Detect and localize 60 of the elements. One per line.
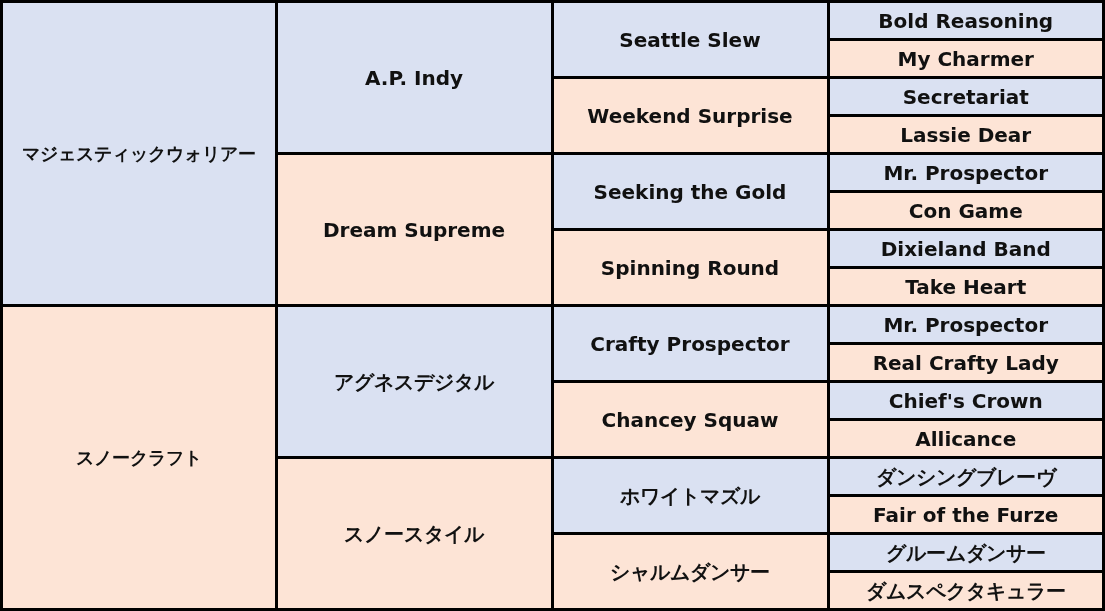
sire-entry — [829, 3, 1102, 38]
sire-entry — [829, 383, 1102, 418]
horse-name: Take Heart — [905, 274, 1027, 299]
dam-entry — [829, 269, 1102, 304]
horse-name: Con Game — [908, 198, 1023, 223]
horse-name: ダンシングブレーヴ — [875, 464, 1056, 489]
horse-name: Mr. Prospector — [883, 312, 1048, 337]
sire-entry — [829, 307, 1102, 342]
horse-name: スノースタイル — [344, 521, 484, 546]
dam-entry — [3, 307, 275, 608]
sire-entry — [829, 79, 1102, 114]
horse-name: Spinning Round — [600, 255, 780, 280]
horse-name: ダムスペクタキュラー — [865, 578, 1066, 603]
horse-name: Real Crafty Lady — [872, 350, 1059, 375]
horse-name: Chancey Squaw — [601, 407, 779, 432]
horse-name: グルームダンサー — [885, 540, 1046, 565]
horse-name: Dream Supreme — [322, 217, 506, 242]
sire-entry — [829, 459, 1102, 494]
dam-entry — [829, 117, 1102, 152]
dam-entry — [553, 383, 827, 456]
horse-name: Chief's Crown — [888, 388, 1043, 413]
horse-name: アグネスデジタル — [334, 369, 494, 394]
dam-entry — [829, 41, 1102, 76]
sire-entry — [3, 3, 275, 304]
dam-entry — [277, 459, 551, 608]
sire-entry — [829, 155, 1102, 190]
dam-entry — [553, 535, 827, 608]
sire-entry — [553, 459, 827, 532]
horse-name: Secretariat — [902, 84, 1029, 109]
horse-name: Lassie Dear — [900, 122, 1032, 147]
sire-entry — [829, 535, 1102, 570]
dam-entry — [829, 497, 1102, 532]
sire-entry — [277, 307, 551, 456]
horse-name: A.P. Indy — [365, 65, 463, 90]
dam-entry — [829, 345, 1102, 380]
dam-entry — [277, 155, 551, 304]
horse-name: Bold Reasoning — [878, 8, 1054, 33]
horse-name: Crafty Prospector — [590, 331, 790, 356]
horse-name: Dixieland Band — [880, 236, 1051, 261]
horse-name: Seeking the Gold — [593, 179, 787, 204]
sire-entry — [553, 307, 827, 380]
horse-name: スノークラフト — [75, 446, 202, 469]
sire-entry — [553, 155, 827, 228]
horse-name: Weekend Surprise — [587, 103, 793, 128]
sire-entry — [553, 3, 827, 76]
horse-name: Fair of the Furze — [873, 502, 1059, 527]
horse-name: Seattle Slew — [619, 27, 761, 52]
horse-name: マジェスティックウォリアー — [21, 142, 256, 165]
dam-entry — [829, 193, 1102, 228]
sire-entry — [277, 3, 551, 152]
horse-name: シャルムダンサー — [610, 559, 770, 584]
horse-name: Allicance — [915, 426, 1017, 451]
dam-entry — [829, 573, 1102, 608]
dam-entry — [553, 79, 827, 152]
horse-name: My Charmer — [897, 46, 1034, 71]
dam-entry — [829, 421, 1102, 456]
dam-entry — [553, 231, 827, 304]
horse-name: ホワイトマズル — [620, 483, 760, 508]
horse-name: Mr. Prospector — [883, 160, 1048, 185]
sire-entry — [829, 231, 1102, 266]
